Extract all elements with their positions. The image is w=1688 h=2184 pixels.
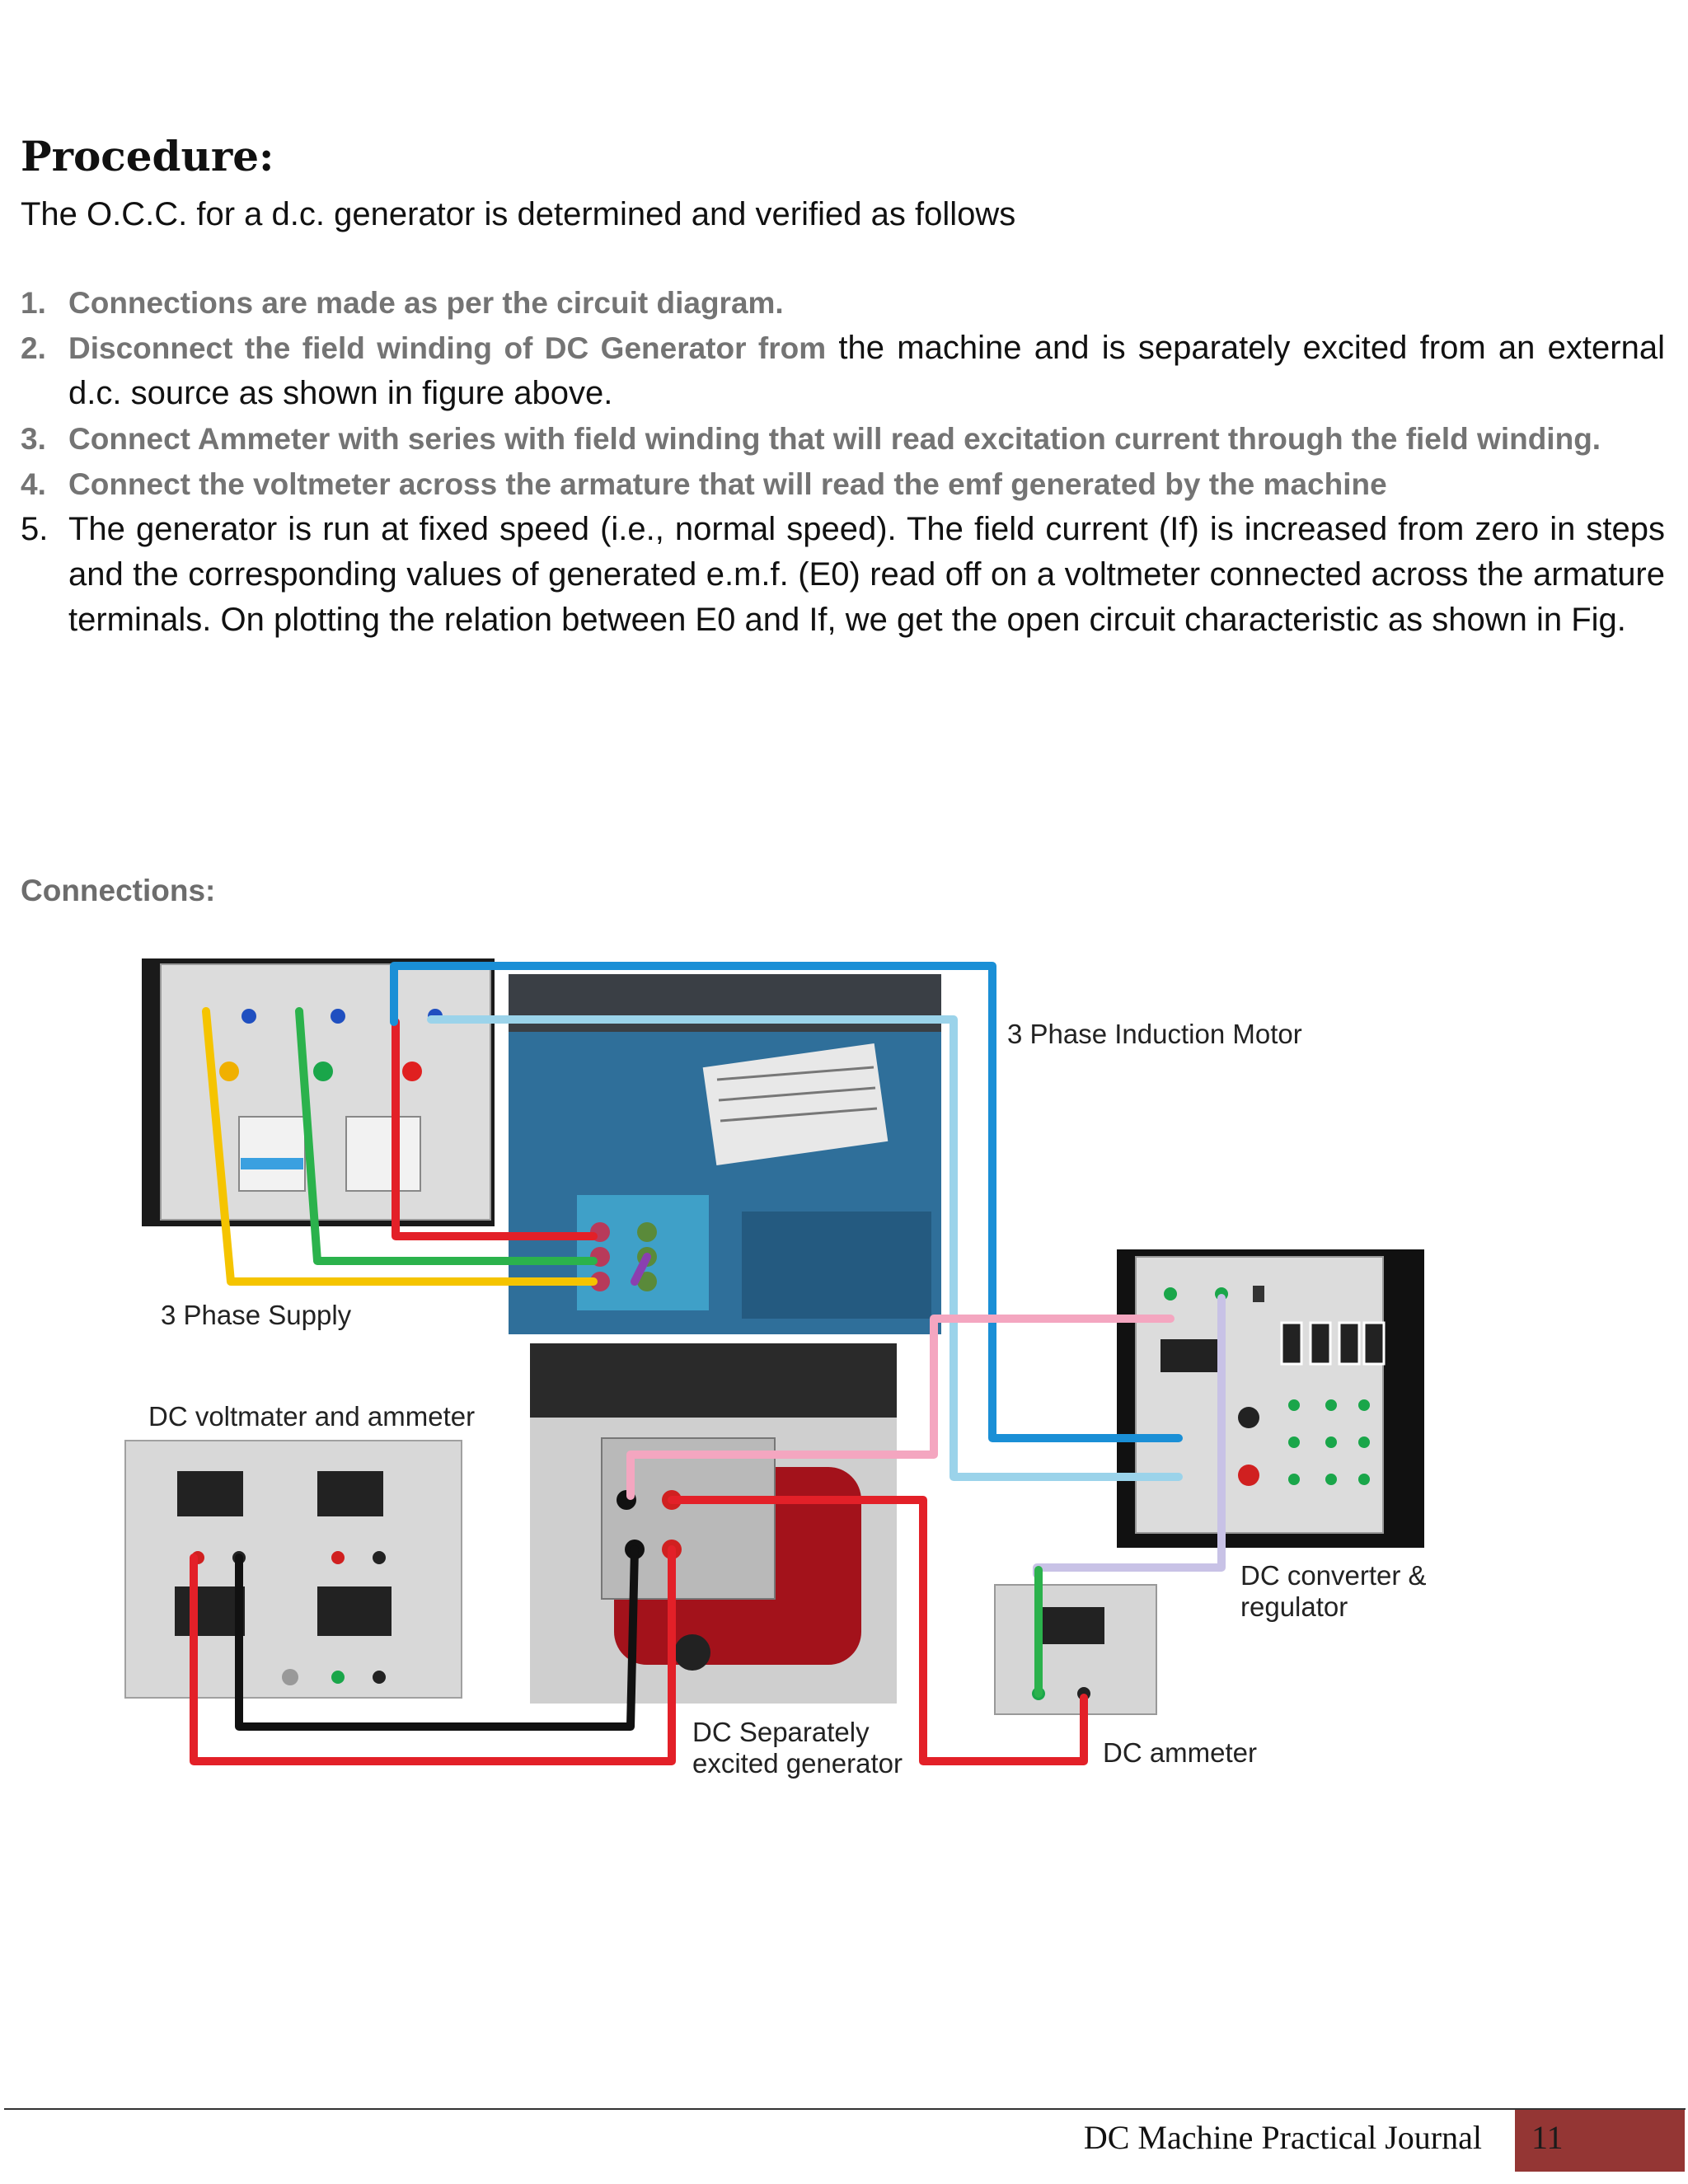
step-number: 5. [21,511,49,547]
step-number: 1. [21,286,46,320]
step-text: the machine and is separately excited fr… [68,330,1665,411]
page-number: 11 [1531,2119,1564,2156]
procedure-steps: 1. Connections are made as per the circu… [21,280,1665,643]
procedure-step-4: 4. Connect the voltmeter across the arma… [21,462,1665,507]
step-number: 4. [21,467,46,501]
label-dc-converter-line2: regulator [1240,1591,1348,1622]
label-dc-generator: DC Separately excited generator [692,1717,903,1779]
label-dc-converter-line1: DC converter & [1240,1560,1427,1591]
wire-red-generator [668,1496,1088,1765]
step-text: The generator is run at fixed speed (i.e… [68,511,1665,638]
label-induction-motor: 3 Phase Induction Motor [1007,1019,1302,1049]
wire-pink [626,1315,1175,1500]
label-dc-converter: DC converter & regulator [1240,1560,1427,1623]
procedure-intro: The O.C.C. for a d.c. generator is deter… [21,196,1016,232]
procedure-step-3: 3. Connect Ammeter with series with fiel… [21,416,1665,462]
label-dc-meters: DC voltmater and ammeter [148,1401,476,1432]
dc-meters-panel [124,1440,462,1699]
step-emphasis-text: Connect Ammeter with series with field w… [68,422,1601,456]
wire-green [295,1007,598,1265]
label-three-phase-supply: 3 Phase Supply [161,1300,352,1330]
dc-ammeter-panel [994,1584,1157,1715]
label-dc-generator-line2: excited generator [692,1748,903,1779]
induction-motor-photo [509,974,941,1334]
dc-generator-photo [530,1343,897,1704]
wire-red-meters [190,1545,676,1765]
wire-light-blue [427,1015,1183,1481]
procedure-step-2: 2. Disconnect the field winding of DC Ge… [21,326,1665,416]
three-phase-supply-panel [142,958,495,1226]
dc-converter-panel [1117,1249,1424,1548]
step-emphasis-text: Disconnect the field winding of DC Gener… [68,331,827,365]
connection-wires [190,962,1226,1765]
wire-red-supply [392,1018,598,1240]
step-emphasis-text: Connect the voltmeter across the armatur… [68,467,1387,501]
wire-purple [631,1253,651,1286]
connections-heading: Connections: [21,874,216,907]
page-number-box: 11 [1515,2110,1685,2172]
procedure-step-1: 1. Connections are made as per the circu… [21,280,1665,326]
wire-black [235,1545,639,1731]
wire-yellow [202,1007,598,1286]
label-dc-ammeter: DC ammeter [1103,1737,1258,1768]
step-number: 2. [21,331,46,365]
label-dc-generator-line1: DC Separately [692,1717,870,1747]
procedure-heading: Procedure: [21,132,274,180]
wire-lavender [1033,1294,1226,1578]
footer-title: DC Machine Practical Journal [1083,2119,1482,2156]
footer-rule [4,2108,1686,2110]
wire-blue [390,962,1183,1442]
step-number: 3. [21,422,46,456]
procedure-step-5: 5. The generator is run at fixed speed (… [21,507,1665,643]
step-emphasis-text: Connections are made as per the circuit … [68,286,784,320]
